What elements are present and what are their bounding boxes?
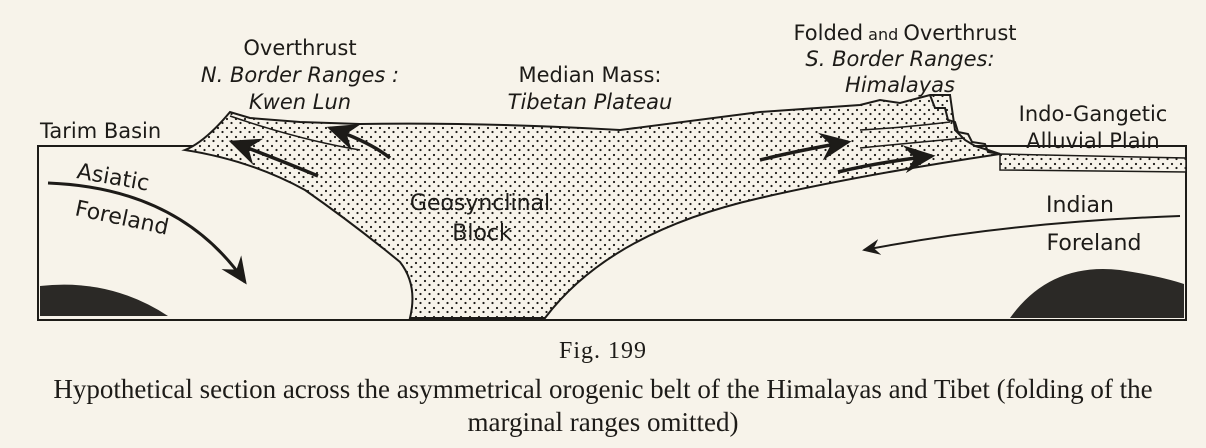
figure-number: Fig. 199 xyxy=(0,338,1206,365)
label-s-border-ranges: S. Border Ranges: xyxy=(805,47,994,71)
label-tibetan-plateau: Tibetan Plateau xyxy=(508,90,673,114)
label-foreland-right: Foreland xyxy=(1047,231,1142,256)
label-overthrust-s: Overthrust xyxy=(903,21,1016,45)
label-median-mass: Median Mass: xyxy=(518,63,661,87)
label-kwen-lun: Kwen Lun xyxy=(249,90,351,114)
label-himalayas: Himalayas xyxy=(845,73,955,97)
label-overthrust: Overthrust xyxy=(243,36,356,60)
label-folded-overthrust: Folded and Overthrust xyxy=(793,21,1016,45)
label-indo-gangetic: Indo-Gangetic xyxy=(1019,102,1168,126)
alluvial-plain xyxy=(1000,154,1186,172)
label-geosynclinal: Geosynclinal xyxy=(410,191,550,216)
label-tarim-basin: Tarim Basin xyxy=(39,119,161,143)
cross-section-diagram: Tarim Basin Overthrust N. Border Ranges … xyxy=(0,0,1206,335)
label-block: Block xyxy=(452,221,512,246)
label-n-border-ranges: N. Border Ranges : xyxy=(201,63,399,87)
figure-caption: Hypothetical section across the asymmetr… xyxy=(30,373,1176,439)
label-alluvial-plain: Alluvial Plain xyxy=(1026,129,1160,153)
label-folded: Folded xyxy=(793,21,863,45)
label-indian: Indian xyxy=(1046,193,1114,218)
label-and: and xyxy=(868,25,898,44)
